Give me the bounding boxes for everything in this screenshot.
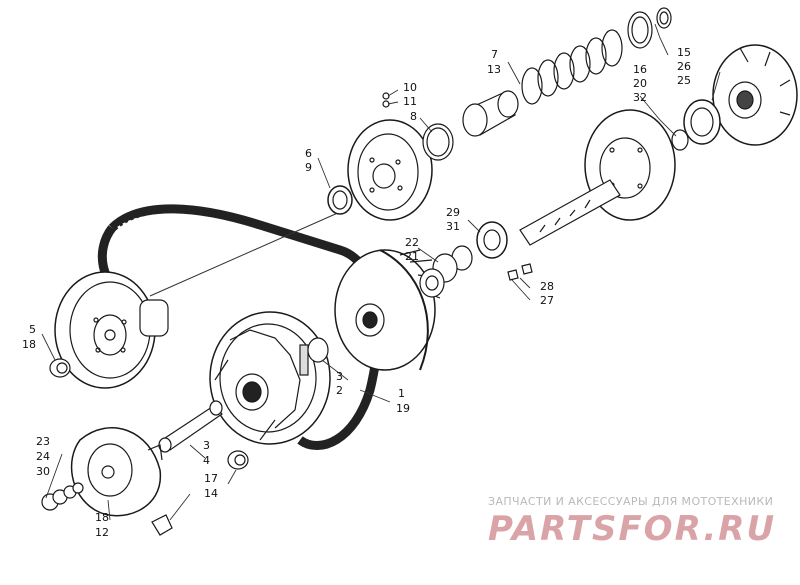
callout-15: 15 <box>677 46 691 59</box>
drive-sheave-fixed <box>54 271 169 389</box>
callout-6: 6 <box>305 147 312 160</box>
callout-2: 2 <box>336 384 343 397</box>
callout-19: 19 <box>396 402 410 415</box>
callout-3-upper: 3 <box>336 370 343 383</box>
callout-30: 30 <box>36 465 50 478</box>
callout-22: 22 <box>405 236 419 249</box>
callout-29: 29 <box>446 206 460 219</box>
callout-18-upper: 18 <box>22 338 36 351</box>
callout-12: 12 <box>95 526 109 539</box>
clutch-cover <box>70 427 163 517</box>
cam-sleeve <box>462 90 519 137</box>
weight-14 <box>151 514 173 536</box>
watermark-logo-text: PARTSFOR.RU <box>488 509 776 548</box>
callout-20: 20 <box>633 77 647 90</box>
watermark-logo: PARTSFOR.RU <box>488 509 776 548</box>
callout-7: 7 <box>491 48 498 61</box>
callout-11: 11 <box>403 95 417 108</box>
bearing-29 <box>476 221 508 259</box>
driven-sheave-fixed <box>334 249 441 371</box>
callout-23: 23 <box>36 435 50 448</box>
drive-sheave-moveable <box>209 311 331 445</box>
callout-16: 16 <box>633 63 647 76</box>
washer-6 <box>327 185 353 215</box>
bolt-28 <box>521 263 533 275</box>
callout-32: 32 <box>633 91 647 104</box>
callout-24: 24 <box>36 450 50 463</box>
callout-4: 4 <box>203 454 210 467</box>
shaft-spacer <box>158 400 223 453</box>
callout-3-lower: 3 <box>203 439 210 452</box>
callout-10: 10 <box>403 81 417 94</box>
callout-9: 9 <box>305 161 312 174</box>
leader-lines <box>41 23 721 521</box>
callout-31: 31 <box>446 220 460 233</box>
callout-27: 27 <box>540 294 554 307</box>
callout-21: 21 <box>405 250 419 263</box>
callout-1: 1 <box>398 387 405 400</box>
spring-stack <box>41 482 84 511</box>
callout-13: 13 <box>487 63 501 76</box>
driven-clutch-shaft <box>519 109 676 246</box>
bolt-27 <box>507 269 519 281</box>
bearing <box>683 99 721 145</box>
callout-5: 5 <box>29 323 36 336</box>
watermark-caption: ЗАПЧАСТИ И АКСЕССУАРЫ ДЛЯ МОТОТЕХНИКИ <box>488 495 774 508</box>
callout-28: 28 <box>540 280 554 293</box>
coil-spring <box>521 29 623 105</box>
callout-17: 17 <box>204 472 218 485</box>
callout-8: 8 <box>410 110 417 123</box>
callout-14: 14 <box>204 487 218 500</box>
bushing-left <box>49 358 71 378</box>
callout-25: 25 <box>677 74 691 87</box>
ring-3 <box>307 337 329 363</box>
callout-26: 26 <box>677 60 691 73</box>
cam-plate <box>712 44 798 146</box>
driven-sheave-moveable <box>347 119 433 221</box>
ring-8 <box>422 123 454 161</box>
callout-18-lower: 18 <box>95 511 109 524</box>
